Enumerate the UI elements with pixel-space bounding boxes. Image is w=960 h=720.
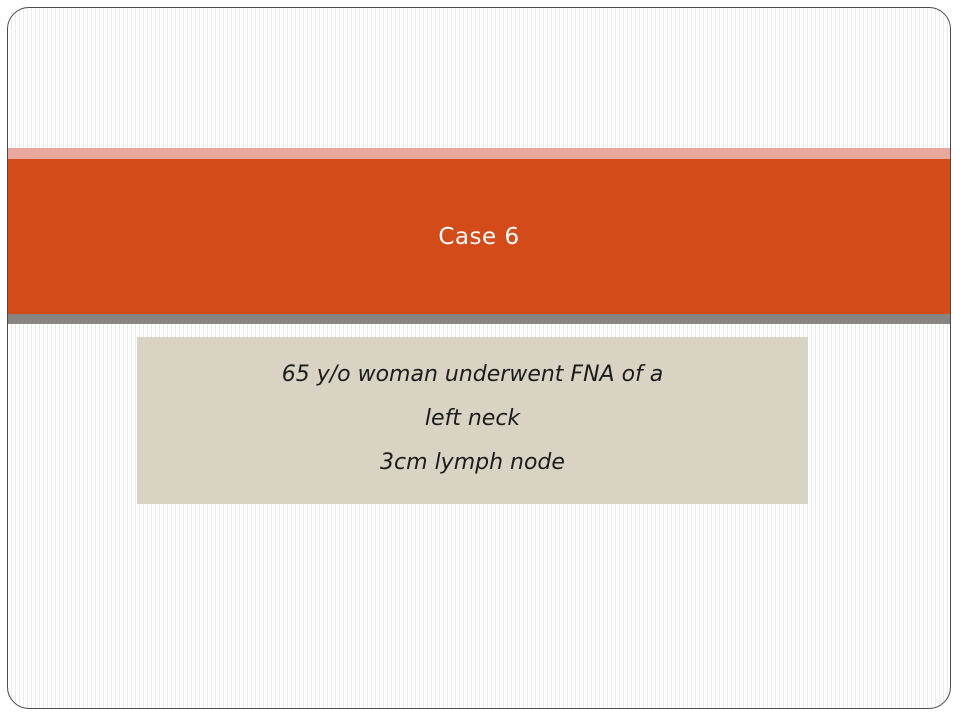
title-band-bottom-stripe xyxy=(8,314,950,324)
subtitle-box: 65 y/o woman underwent FNA of a left nec… xyxy=(137,337,808,504)
subtitle-line-1: 65 y/o woman underwent FNA of a xyxy=(281,361,664,387)
subtitle-line-2: left neck xyxy=(424,405,521,431)
title-band xyxy=(8,159,950,314)
title-band-top-stripe xyxy=(8,148,950,159)
subtitle-line-3: 3cm lymph node xyxy=(380,449,565,475)
slide: Case 6 65 y/o woman underwent FNA of a l… xyxy=(7,7,951,709)
slide-title: Case 6 xyxy=(438,223,520,250)
